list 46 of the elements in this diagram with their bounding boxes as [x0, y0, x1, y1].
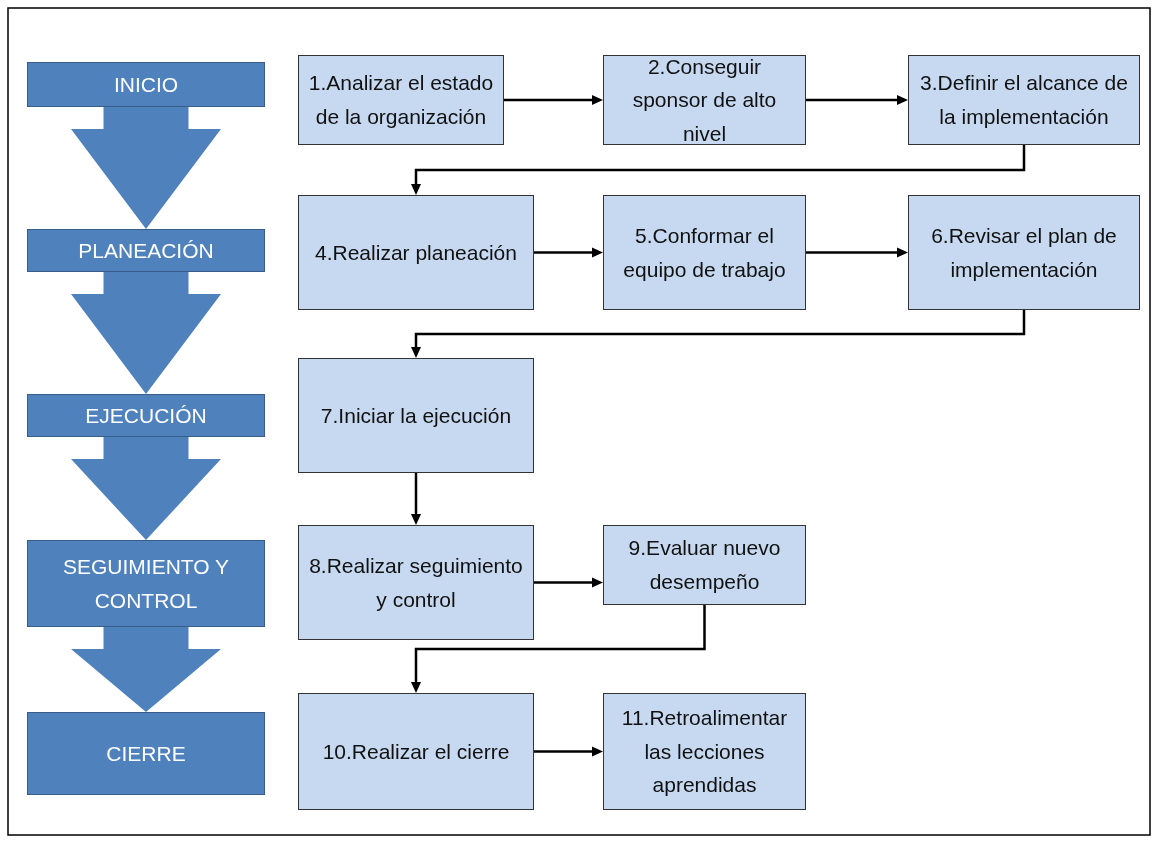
process-box — [298, 693, 534, 810]
step-text: EJECUCIÓN — [85, 402, 207, 429]
process-box — [603, 525, 806, 605]
phase-box — [27, 229, 265, 272]
block-arrow — [71, 627, 221, 712]
step-text: SEGUIMIENTO Y CONTROL — [61, 553, 231, 614]
block-arrow — [71, 107, 221, 229]
step-text: CIERRE — [106, 740, 186, 767]
process-box — [298, 195, 534, 310]
step-text: 6.Revisar el plan de implementación — [930, 222, 1118, 283]
step-text: 10.Realizar el cierre — [322, 738, 510, 765]
step-text: 1.Analizar el estado de la organización — [307, 70, 495, 130]
process-box — [298, 358, 534, 473]
step-text: 2.Conseguir sponsor de alto nivel — [631, 53, 778, 147]
arrow — [534, 577, 603, 588]
arrow — [534, 746, 603, 757]
phase-box — [27, 540, 265, 627]
step-text: PLANEACIÓN — [78, 237, 214, 264]
phase-box — [27, 394, 265, 437]
arrow — [806, 95, 908, 105]
block-arrow — [71, 437, 221, 540]
step-text: INICIO — [113, 71, 179, 98]
step-text: 7.Iniciar la ejecución — [320, 402, 512, 429]
phase-box — [27, 62, 265, 107]
arrow — [411, 473, 421, 525]
arrow — [411, 605, 706, 693]
process-box — [603, 55, 806, 145]
process-box — [908, 195, 1140, 310]
process-box — [298, 55, 504, 145]
process-box — [603, 693, 806, 810]
step-text: 9.Evaluar nuevo desempeño — [627, 535, 782, 595]
step-text: 4.Realizar planeación — [315, 239, 517, 266]
process-box — [298, 525, 534, 640]
arrow — [411, 310, 1026, 358]
phase-box — [27, 712, 265, 795]
step-text: 11.Retroalimentar las lecciones aprendidas — [620, 705, 789, 799]
arrow — [504, 95, 603, 105]
step-text: 5.Conformar el equipo de trabajo — [622, 222, 787, 283]
arrow — [411, 145, 1026, 195]
arrow — [534, 247, 603, 258]
step-text: 3.Definir el alcance de la implementación — [919, 70, 1129, 130]
process-box — [908, 55, 1140, 145]
step-text: 8.Realizar seguimiento y control — [308, 552, 524, 613]
process-box — [603, 195, 806, 310]
block-arrow — [71, 272, 221, 394]
arrow — [806, 247, 908, 258]
